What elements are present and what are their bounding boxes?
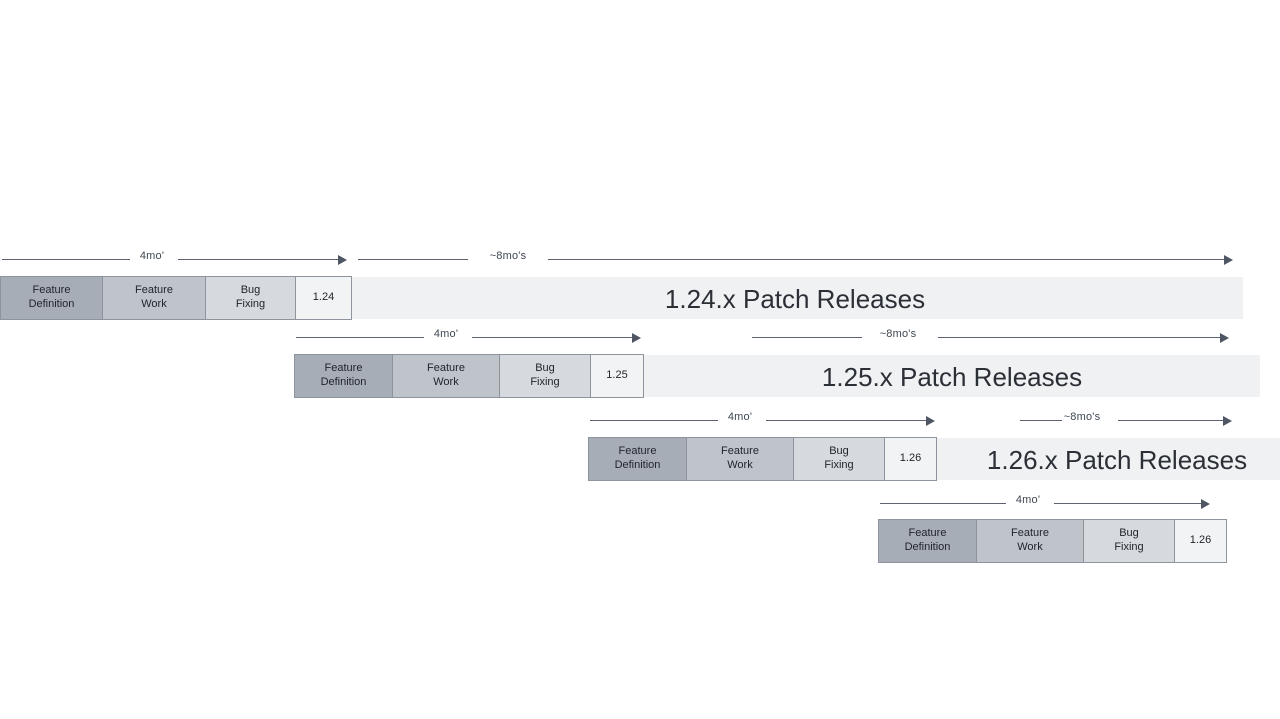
arrow-head-icon xyxy=(632,332,641,343)
patch-duration-arrow-2: ~8mo's xyxy=(752,326,1234,348)
arrow-line-right xyxy=(472,337,632,338)
arrow-line-right xyxy=(938,337,1221,338)
dev-duration-label-4: 4mo' xyxy=(1015,494,1041,506)
phase-bug-fixing[interactable]: Bug Fixing xyxy=(206,276,296,320)
arrow-line-right xyxy=(178,259,338,260)
phase-feature-work[interactable]: Feature Work xyxy=(687,437,794,481)
arrow-line-right xyxy=(548,259,1225,260)
phase-bug-fixing[interactable]: Bug Fixing xyxy=(794,437,885,481)
arrow-line-right xyxy=(1118,420,1224,421)
patch-release-label-2: 1.25.x Patch Releases xyxy=(821,362,1083,392)
phase-boxes-2: Feature Definition Feature Work Bug Fixi… xyxy=(294,354,644,398)
arrow-head-icon xyxy=(1201,498,1210,509)
phase-feature-work[interactable]: Feature Work xyxy=(393,354,500,398)
arrow-line-left xyxy=(358,259,468,260)
dev-duration-arrow-1: 4mo' xyxy=(0,248,348,270)
phase-feature-work[interactable]: Feature Work xyxy=(103,276,206,320)
arrow-line-left xyxy=(1020,420,1062,421)
patch-duration-arrow-3: ~8mo's xyxy=(1020,409,1234,431)
phase-feature-definition[interactable]: Feature Definition xyxy=(878,519,977,563)
arrow-head-icon xyxy=(926,415,935,426)
dev-duration-label-1: 4mo' xyxy=(139,250,165,262)
arrow-line-left xyxy=(2,259,130,260)
phase-boxes-1: Feature Definition Feature Work Bug Fixi… xyxy=(0,276,352,320)
arrow-line-left xyxy=(752,337,862,338)
dev-duration-arrow-3: 4mo' xyxy=(588,409,936,431)
arrow-line-right xyxy=(1054,503,1202,504)
phase-boxes-4: Feature Definition Feature Work Bug Fixi… xyxy=(878,519,1227,563)
arrow-head-icon xyxy=(1223,415,1232,426)
dev-duration-arrow-4: 4mo' xyxy=(878,492,1212,514)
phase-feature-definition[interactable]: Feature Definition xyxy=(294,354,393,398)
phase-feature-work[interactable]: Feature Work xyxy=(977,519,1084,563)
dev-duration-label-3: 4mo' xyxy=(727,411,753,423)
arrow-line-right xyxy=(766,420,926,421)
dev-duration-label-2: 4mo' xyxy=(433,328,459,340)
patch-release-label-3: 1.26.x Patch Releases xyxy=(986,445,1248,475)
phase-version-marker[interactable]: 1.25 xyxy=(591,354,644,398)
patch-release-label-1: 1.24.x Patch Releases xyxy=(664,284,926,314)
phase-version-marker[interactable]: 1.24 xyxy=(296,276,352,320)
dev-duration-arrow-2: 4mo' xyxy=(294,326,642,348)
arrow-head-icon xyxy=(338,254,347,265)
phase-version-marker[interactable]: 1.26 xyxy=(885,437,937,481)
phase-feature-definition[interactable]: Feature Definition xyxy=(0,276,103,320)
phase-boxes-3: Feature Definition Feature Work Bug Fixi… xyxy=(588,437,937,481)
arrow-line-left xyxy=(590,420,718,421)
phase-bug-fixing[interactable]: Bug Fixing xyxy=(1084,519,1175,563)
phase-version-marker[interactable]: 1.26 xyxy=(1175,519,1227,563)
arrow-line-left xyxy=(880,503,1006,504)
patch-duration-label-3: ~8mo's xyxy=(1063,411,1101,423)
arrow-head-icon xyxy=(1220,332,1229,343)
patch-duration-arrow-1: ~8mo's xyxy=(358,248,1234,270)
patch-duration-label-1: ~8mo's xyxy=(489,250,527,262)
patch-duration-label-2: ~8mo's xyxy=(879,328,917,340)
phase-feature-definition[interactable]: Feature Definition xyxy=(588,437,687,481)
arrow-head-icon xyxy=(1224,254,1233,265)
phase-bug-fixing[interactable]: Bug Fixing xyxy=(500,354,591,398)
arrow-line-left xyxy=(296,337,424,338)
